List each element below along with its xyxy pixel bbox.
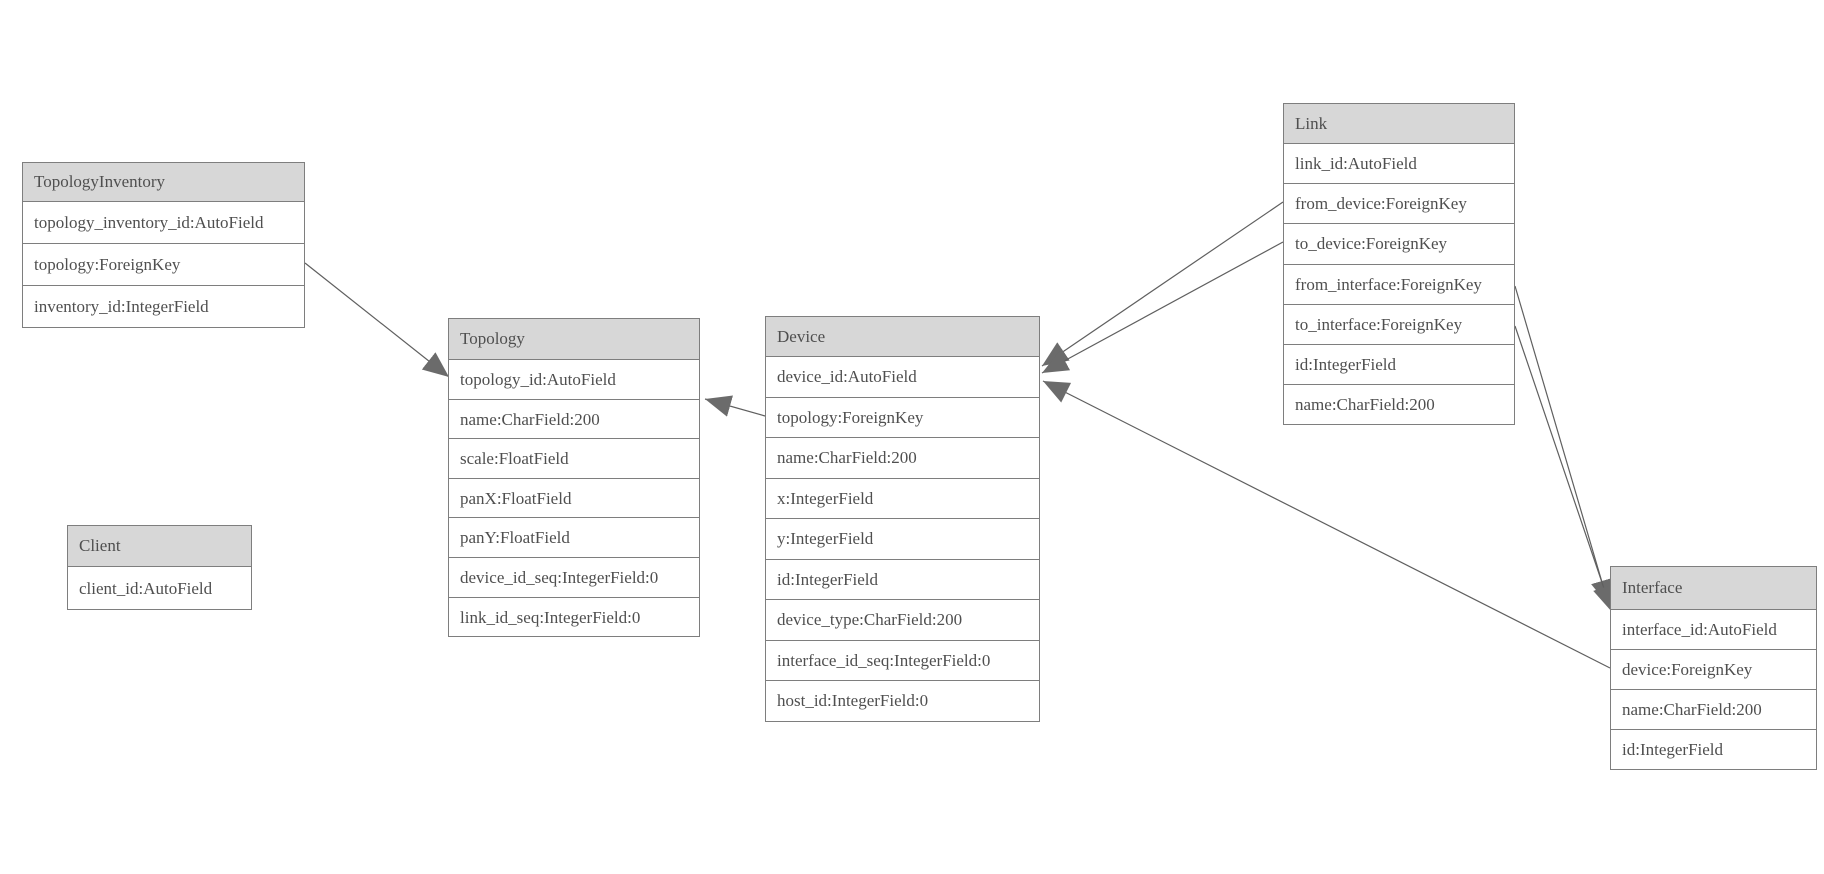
entity-link: Link link_id:AutoField from_device:Forei… [1283, 103, 1515, 426]
entity-field: client_id:AutoField [68, 566, 251, 609]
entity-topology: Topology topology_id:AutoField name:Char… [448, 318, 700, 638]
entity-field: device_id:AutoField [766, 356, 1039, 397]
entity-field: name:CharField:200 [1284, 384, 1514, 425]
entity-title: Device [766, 317, 1039, 356]
entity-field: from_interface:ForeignKey [1284, 263, 1514, 304]
entity-field: name:CharField:200 [766, 437, 1039, 478]
entity-field: id:IntegerField [766, 558, 1039, 599]
entity-field: to_interface:ForeignKey [1284, 303, 1514, 344]
entity-field: from_device:ForeignKey [1284, 183, 1514, 224]
edge-link-frominterface-to-interface [1514, 285, 1613, 607]
entity-field: interface_id:AutoField [1611, 609, 1816, 649]
entity-device: Device device_id:AutoField topology:Fore… [765, 316, 1040, 722]
entity-field: host_id:IntegerField:0 [766, 680, 1039, 721]
entity-title: TopologyInventory [23, 163, 304, 201]
entity-field: id:IntegerField [1611, 729, 1816, 769]
entity-field: name:CharField:200 [1611, 689, 1816, 729]
entity-interface: Interface interface_id:AutoField device:… [1610, 566, 1817, 770]
entity-field: topology_id:AutoField [449, 359, 699, 399]
edge-device-to-topology [704, 395, 766, 417]
entity-field: topology_inventory_id:AutoField [23, 201, 304, 243]
entity-field: scale:FloatField [449, 438, 699, 478]
entity-client: Client client_id:AutoField [67, 525, 252, 610]
entity-field: topology:ForeignKey [23, 243, 304, 285]
entity-field: link_id_seq:IntegerField:0 [449, 596, 699, 637]
entity-field: device_type:CharField:200 [766, 599, 1039, 640]
entity-title: Link [1284, 104, 1514, 143]
entity-title: Interface [1611, 567, 1816, 609]
entity-field: x:IntegerField [766, 477, 1039, 518]
edge-topologyinventory-to-topology [304, 262, 450, 378]
entity-field: topology:ForeignKey [766, 396, 1039, 437]
edge-link-tointerface-to-interface [1514, 325, 1615, 613]
entity-field: y:IntegerField [766, 518, 1039, 559]
entity-field: panY:FloatField [449, 517, 699, 557]
entity-field: to_device:ForeignKey [1284, 223, 1514, 264]
entity-title: Topology [449, 319, 699, 359]
entity-field: id:IntegerField [1284, 343, 1514, 385]
entity-field: panX:FloatField [449, 477, 699, 518]
entity-field: interface_id_seq:IntegerField:0 [766, 639, 1039, 680]
entity-topology-inventory: TopologyInventory topology_inventory_id:… [22, 162, 305, 328]
entity-title: Client [68, 526, 251, 566]
edge-link-todevice-to-device [1041, 241, 1284, 374]
entity-field: name:CharField:200 [449, 398, 699, 439]
entity-field: device_id_seq:IntegerField:0 [449, 556, 699, 597]
entity-field: link_id:AutoField [1284, 143, 1514, 184]
edge-link-fromdevice-to-device [1041, 201, 1284, 367]
entity-field: device:ForeignKey [1611, 649, 1816, 689]
entity-field: inventory_id:IntegerField [23, 285, 304, 327]
